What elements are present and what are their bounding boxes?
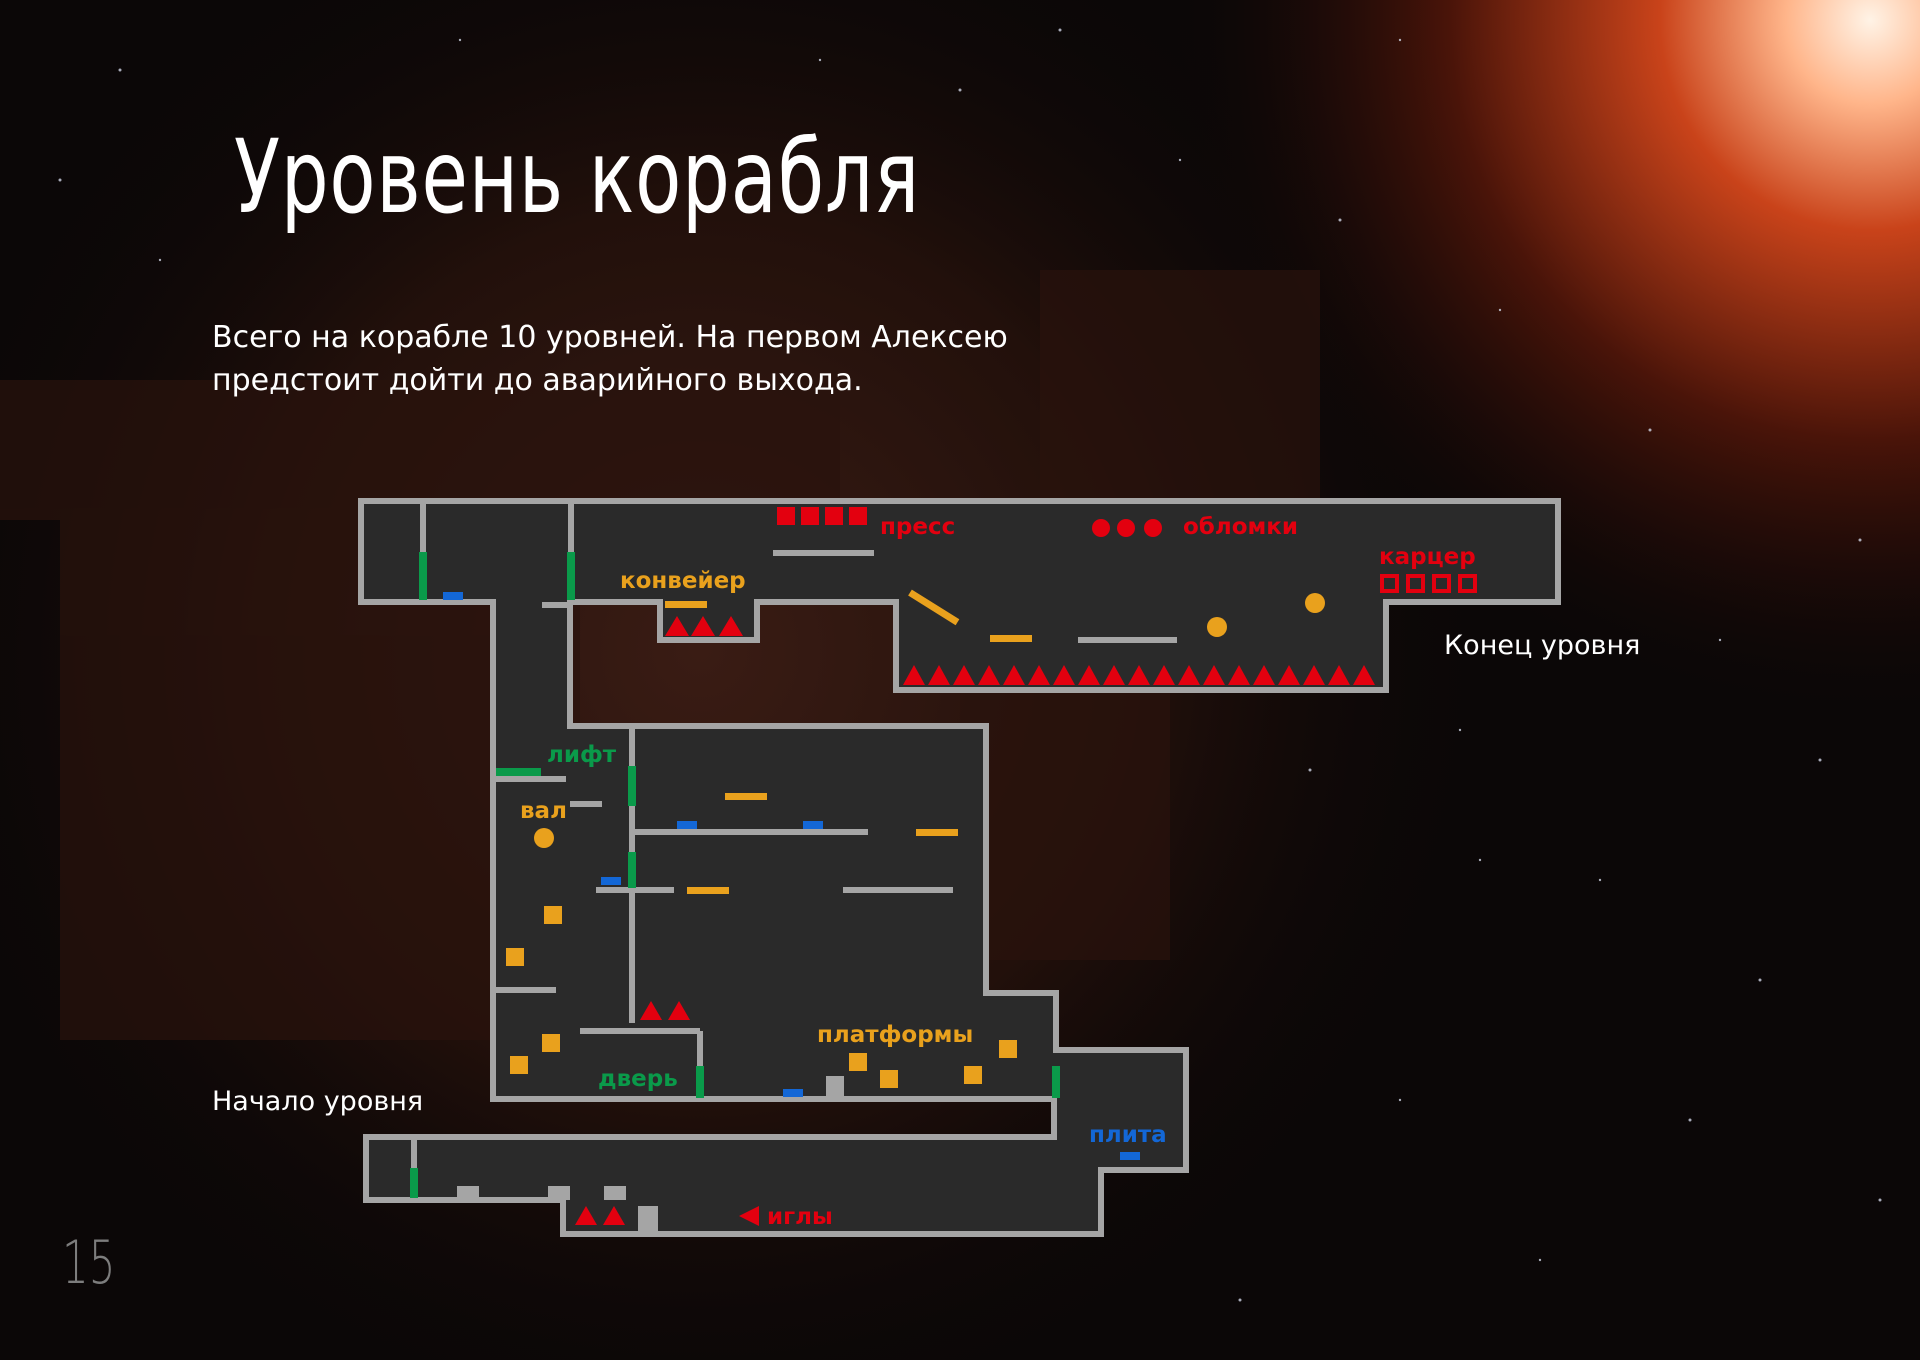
door-6	[1052, 1066, 1060, 1098]
spike-row	[903, 665, 1375, 685]
label-conveyor: конвейер	[620, 568, 746, 594]
label-debris: обломки	[1183, 514, 1298, 540]
label-cell: карцер	[1379, 544, 1476, 570]
map-labels: пресс обломки карцер конвейер лифт вал п…	[520, 514, 1476, 1230]
label-press: пресс	[880, 514, 955, 540]
label-shaft: вал	[520, 798, 567, 824]
lift-platform	[496, 768, 541, 776]
page-number: 15	[62, 1228, 116, 1298]
top-corridor	[358, 498, 1561, 1237]
label-door: дверь	[598, 1066, 678, 1092]
level-walls	[358, 498, 1561, 1237]
debris-grey	[457, 1076, 844, 1234]
hazards	[575, 507, 1477, 1226]
level-end-label: Конец уровня	[1444, 630, 1641, 661]
intro-line-1: Всего на корабле 10 уровней. На первом А…	[212, 320, 1008, 355]
stars	[58, 28, 1882, 1302]
door-5	[696, 1066, 704, 1098]
door-7	[410, 1168, 418, 1198]
door-1	[419, 552, 427, 600]
level-start-label: Начало уровня	[212, 1086, 424, 1117]
label-platforms: платформы	[817, 1022, 973, 1048]
movable-objects	[506, 589, 1325, 1088]
door-4	[628, 852, 636, 888]
door-3	[628, 766, 636, 806]
label-lift: лифт	[547, 742, 617, 768]
doors	[410, 552, 1060, 1198]
needle-arrow	[739, 1206, 759, 1226]
intro-text: Всего на корабле 10 уровней. На первом А…	[212, 316, 1142, 402]
page-title: Уровень корабля	[234, 118, 921, 237]
intro-line-2: предстоит дойти до аварийного выхода.	[212, 363, 863, 398]
pressure-plates	[443, 592, 1140, 1160]
label-plate: плита	[1089, 1122, 1167, 1148]
label-needles: иглы	[767, 1204, 833, 1230]
door-2	[567, 552, 575, 600]
